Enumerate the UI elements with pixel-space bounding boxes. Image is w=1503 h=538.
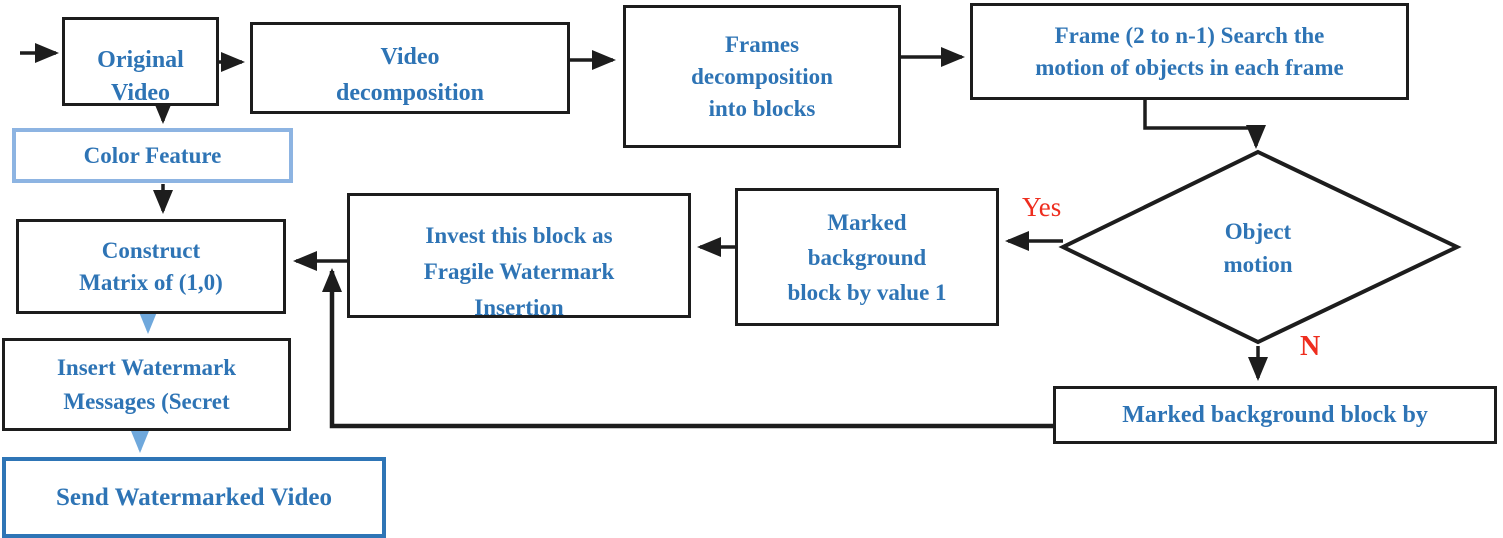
object-motion-label: Object motion [1223,219,1293,277]
node-frames-decomposition-into-blocks: Frames decomposition into blocks [623,5,901,148]
node-invest-block-fragile-watermark: Invest this block as Fragile Watermark I… [347,193,691,318]
arrow-marked-bottom-return-line [322,268,1053,429]
node-marked-background-value1: Marked background block by value 1 [735,188,999,326]
edge-label-no: N [1300,331,1321,362]
object-motion-diamond [1058,149,1462,345]
node-insert-watermark-messages: Insert Watermark Messages (Secret [2,338,291,431]
node-construct-matrix: Construct Matrix of (1,0) [16,219,286,314]
node-color-feature: Color Feature [12,128,293,183]
node-frame-search-motion: Frame (2 to n-1) Search the motion of ob… [970,3,1409,100]
arrow-frame-search-to-object-motion [1143,100,1266,149]
node-original-video: Original Video [62,17,219,106]
edge-label-yes: Yes [1022,192,1062,222]
node-video-decomposition: Video decomposition [250,22,570,114]
node-send-watermarked-video: Send Watermarked Video [2,457,386,538]
node-marked-background-bottom: Marked background block by [1053,386,1497,444]
